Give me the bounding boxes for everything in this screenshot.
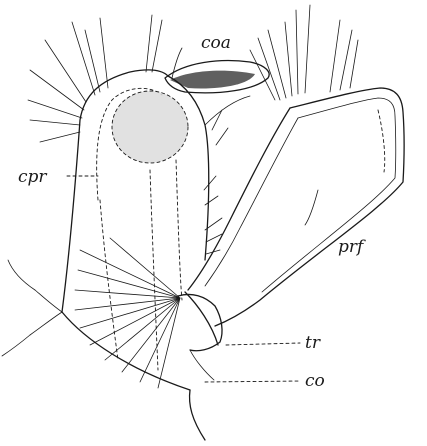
coxal-process <box>97 88 188 370</box>
label-prf: prf <box>338 237 366 257</box>
leader-lines <box>67 176 300 382</box>
label-coa: coa <box>201 33 231 53</box>
setae <box>28 5 358 254</box>
label-co: co <box>305 371 325 391</box>
label-tr: tr <box>305 333 321 353</box>
prefemur <box>188 88 404 326</box>
label-cpr: cpr <box>18 167 47 187</box>
trochanter <box>178 292 222 380</box>
muscle-fibers <box>75 238 180 388</box>
coxal-articulation <box>165 48 269 93</box>
